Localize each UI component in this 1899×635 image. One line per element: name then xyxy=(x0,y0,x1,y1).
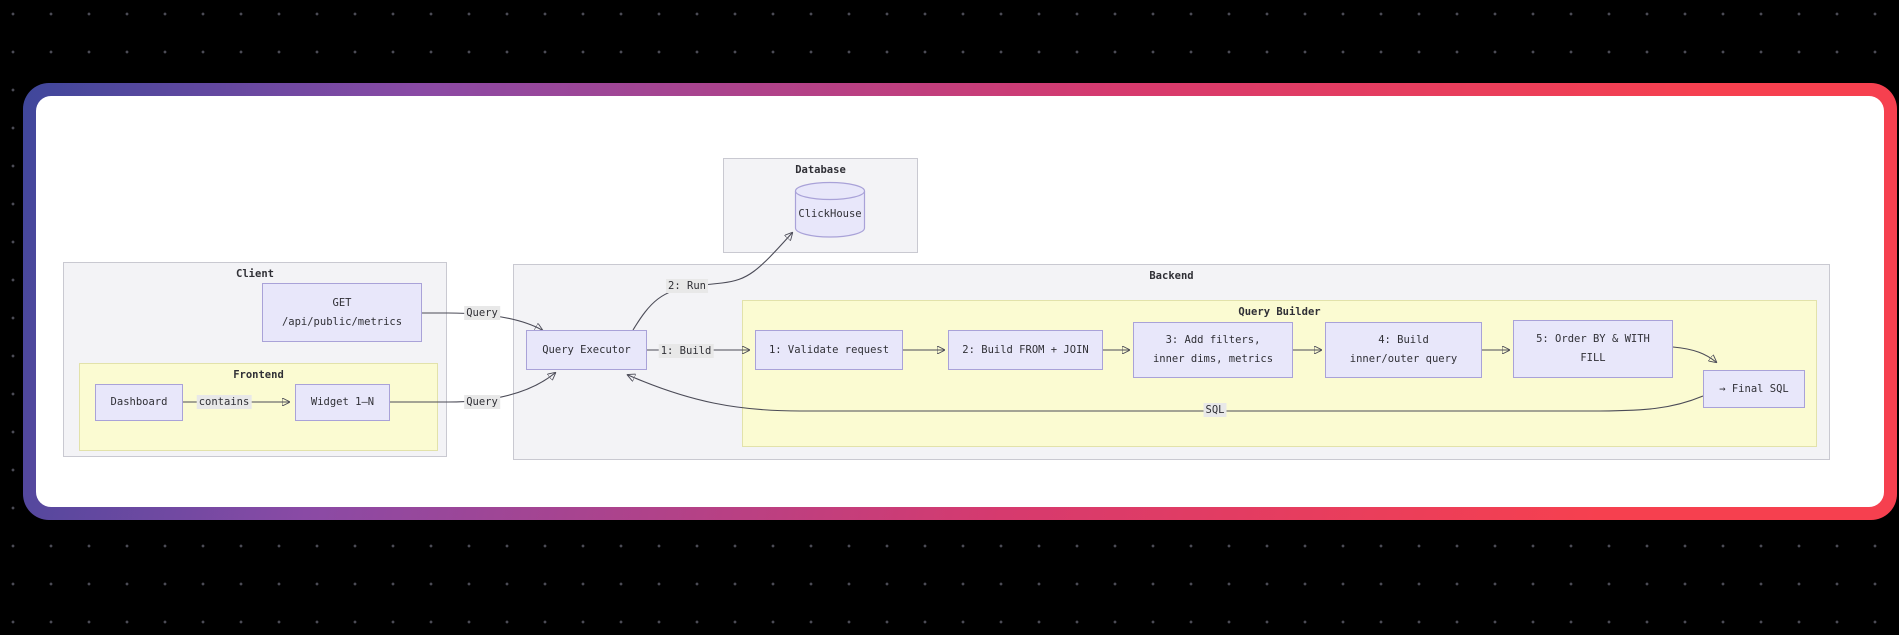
node-clickhouse-cylinder: ClickHouse xyxy=(794,181,866,238)
node-dashboard-label: Dashboard xyxy=(110,396,168,408)
container-backend-title: Backend xyxy=(1149,270,1194,282)
node-get-endpoint-line1: GET xyxy=(332,296,352,309)
node-build-from-join-label: 2: Build FROM + JOIN xyxy=(962,343,1089,356)
node-order-by-fill-line2: FILL xyxy=(1580,352,1606,364)
node-build-from-join: 2: Build FROM + JOIN xyxy=(948,330,1103,370)
node-final-sql-label: → Final SQL xyxy=(1719,382,1789,395)
node-query-executor-label: Query Executor xyxy=(542,343,631,356)
container-client-title: Client xyxy=(236,268,274,280)
node-add-filters: 3: Add filters, inner dims, metrics xyxy=(1133,322,1293,378)
node-validate-request: 1: Validate request xyxy=(755,330,903,370)
node-get-endpoint-line2: /api/public/metrics xyxy=(281,315,403,328)
node-get-endpoint: GET /api/public/metrics xyxy=(262,283,422,342)
node-validate-request-label: 1: Validate request xyxy=(768,343,890,356)
node-order-by-fill-line1: 5: Order BY & WITH xyxy=(1536,333,1650,345)
node-clickhouse-label: ClickHouse xyxy=(798,208,861,220)
edge-label-run: 2: Run xyxy=(666,279,708,293)
node-final-sql: → Final SQL xyxy=(1703,370,1805,408)
node-widget: Widget 1–N xyxy=(295,384,390,421)
edge-label-query-top: Query xyxy=(464,306,500,320)
edge-label-query-bottom: Query xyxy=(464,395,500,409)
node-build-inner-outer: 4: Build inner/outer query xyxy=(1325,322,1482,378)
container-frontend-title: Frontend xyxy=(233,369,284,381)
node-add-filters-line2: inner dims, metrics xyxy=(1152,353,1274,365)
node-query-executor: Query Executor xyxy=(526,330,647,370)
edge-label-build: 1: Build xyxy=(658,344,714,358)
container-database-title: Database xyxy=(795,164,846,176)
edge-label-contains: contains xyxy=(196,395,252,409)
container-query-builder-title: Query Builder xyxy=(1238,306,1321,318)
edge-label-sql: SQL xyxy=(1203,403,1227,417)
node-dashboard: Dashboard xyxy=(95,384,183,421)
node-order-by-fill: 5: Order BY & WITH FILL xyxy=(1513,320,1673,378)
node-build-inner-outer-line2: inner/outer query xyxy=(1349,353,1458,365)
node-build-inner-outer-line1: 4: Build xyxy=(1378,334,1429,346)
node-add-filters-line1: 3: Add filters, xyxy=(1165,334,1261,346)
node-widget-label: Widget 1–N xyxy=(310,396,375,408)
